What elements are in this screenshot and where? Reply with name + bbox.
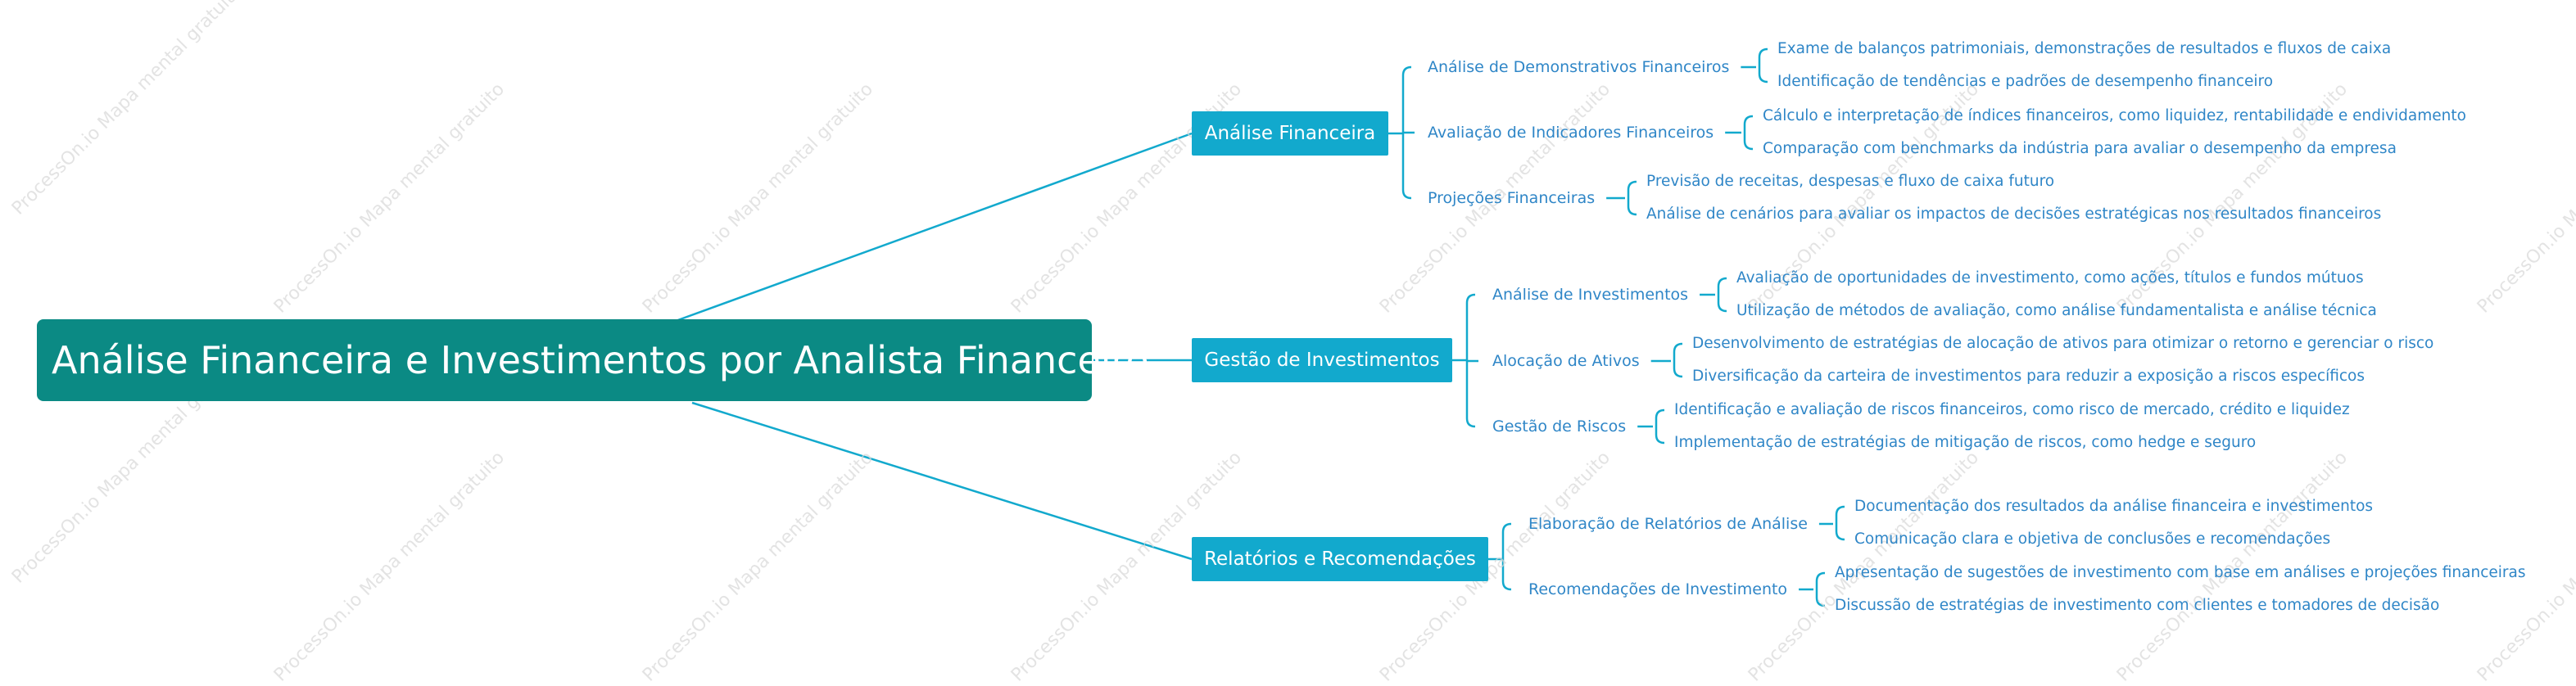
branch-topic[interactable]: Relatórios e Recomendações [1192, 537, 1488, 581]
leaf-bracket [1743, 115, 1754, 151]
subtopic[interactable]: Análise de Investimentos [1492, 286, 1689, 304]
leaf-topic[interactable]: Exame de balanços patrimoniais, demonstr… [1777, 40, 2392, 57]
leaf-bracket [1655, 408, 1665, 445]
subtopic[interactable]: Elaboração de Relatórios de Análise [1528, 515, 1808, 533]
leaf-topic[interactable]: Análise de cenários para avaliar os impa… [1646, 205, 2382, 223]
leaf-topic[interactable]: Identificação de tendências e padrões de… [1777, 73, 2274, 90]
leaf-topic[interactable]: Implementação de estratégias de mitigaçã… [1674, 434, 2257, 451]
leaf-topic[interactable]: Discussão de estratégias de investimento… [1835, 597, 2440, 614]
branch-topic[interactable]: Gestão de Investimentos [1192, 338, 1452, 382]
leaf-topic[interactable]: Desenvolvimento de estratégias de alocaç… [1692, 335, 2434, 352]
leaf-bracket [1758, 47, 1768, 83]
leaf-bracket [1717, 277, 1727, 313]
leaf-topic[interactable]: Diversificação da carteira de investimen… [1692, 368, 2365, 385]
leaf-topic[interactable]: Documentação dos resultados da análise f… [1854, 498, 2374, 515]
leaf-topic[interactable]: Cálculo e interpretação de índices finan… [1763, 107, 2466, 124]
subtopic[interactable]: Avaliação de Indicadores Financeiros [1428, 124, 1714, 142]
subtopic[interactable]: Alocação de Ativos [1492, 352, 1640, 370]
leaf-topic[interactable]: Comparação com benchmarks da indústria p… [1763, 140, 2397, 157]
leaf-bracket [1673, 342, 1683, 378]
subtopic[interactable]: Análise de Demonstrativos Financeiros [1428, 58, 1730, 76]
leaf-topic[interactable]: Avaliação de oportunidades de investimen… [1736, 269, 2364, 287]
leaf-bracket [1627, 180, 1637, 216]
subtopic[interactable]: Projeções Financeiras [1428, 189, 1596, 207]
leaf-topic[interactable]: Apresentação de sugestões de investiment… [1835, 564, 2526, 581]
root-branch-connector [691, 401, 1193, 561]
branch-topic[interactable]: Análise Financeira [1192, 111, 1388, 156]
leaf-topic[interactable]: Comunicação clara e objetiva de conclusõ… [1854, 530, 2331, 548]
leaf-topic[interactable]: Identificação e avaliação de riscos fina… [1674, 401, 2350, 418]
leaf-bracket [1835, 505, 1845, 541]
root-topic[interactable]: Análise Financeira e Investimentos por A… [37, 319, 1149, 401]
subtopic[interactable]: Recomendações de Investimento [1528, 580, 1788, 598]
leaf-topic[interactable]: Previsão de receitas, despesas e fluxo d… [1646, 173, 2055, 190]
root-branch-connector [675, 132, 1193, 323]
mindmap-connectors [675, 47, 1845, 607]
subtopic[interactable]: Gestão de Riscos [1492, 417, 1627, 436]
leaf-bracket [1815, 571, 1826, 607]
branch-bracket [1501, 522, 1512, 591]
leaf-topic[interactable]: Utilização de métodos de avaliação, como… [1736, 302, 2377, 319]
